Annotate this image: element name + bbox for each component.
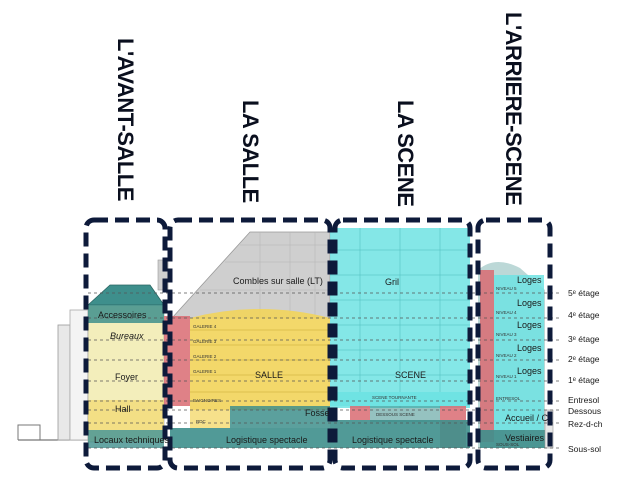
title-avant-salle: L'AVANT-SALLE — [113, 38, 138, 201]
small-dessous-scene: DESSOUS SCENE — [376, 412, 415, 417]
level-etage5: 5ᵉ étage — [568, 288, 600, 298]
small-galerie1: GALERIE 1 — [193, 369, 217, 374]
label-combles: Combles sur salle (LT) — [233, 276, 323, 286]
level-rezdch: Rez-d-ch — [568, 419, 603, 429]
small-scene-tournante: SCENE TOURNANTE — [372, 395, 417, 400]
accessoires-roof — [86, 284, 165, 306]
small-galerie4: GALERIE 4 — [193, 324, 217, 329]
section-frames — [83, 217, 553, 471]
label-loges-4: Loges — [517, 298, 542, 308]
accessoires-zone — [88, 305, 164, 323]
scene-red-1 — [350, 406, 370, 420]
frame-avant-salle — [83, 217, 168, 471]
back-steps — [544, 409, 554, 449]
small-baignoires: BAIGNOIRES — [193, 398, 221, 403]
frame-arriere-scene — [475, 217, 553, 471]
locaux-zone — [88, 430, 164, 448]
fosse-zone — [230, 406, 330, 428]
level-dessous: Dessous — [568, 406, 601, 416]
arriere-scene-stair — [480, 270, 494, 442]
label-locaux-techniques: Locaux techniques — [94, 435, 170, 445]
label-bureaux: Bureaux — [110, 331, 144, 341]
small-rdc: RDC — [196, 419, 206, 424]
label-gril: Gril — [385, 277, 399, 287]
frame-salle — [167, 217, 333, 471]
title-arriere-scene: L'ARRIERE-SCENE — [501, 12, 526, 206]
logistique-scene-zone — [330, 420, 470, 448]
title-salle: LA SALLE — [238, 100, 263, 203]
level-lines — [88, 292, 560, 449]
facade-column — [57, 324, 71, 441]
scene-tournante-zone — [330, 392, 470, 406]
label-scene: SCENE — [395, 370, 426, 380]
small-labels: GALERIE 4 GALERIE 3 GALERIE 2 GALERIE 1 … — [193, 286, 521, 447]
hall-zone — [88, 400, 164, 430]
small-galerie3: GALERIE 3 — [193, 339, 217, 344]
label-salle: SALLE — [255, 370, 283, 380]
label-hall: Hall — [115, 404, 131, 414]
small-niveau4: NIVEAU 4 — [496, 310, 517, 315]
logistique-salle-zone — [170, 428, 330, 448]
level-entresol: Entresol — [568, 395, 599, 405]
level-etage1: 1ᵉ étage — [568, 375, 600, 385]
title-scene: LA SCENE — [393, 100, 418, 207]
label-loges-5: Loges — [517, 275, 542, 285]
label-logistique-scene: Logistique spectacle — [352, 435, 434, 445]
label-loges-3: Loges — [517, 320, 542, 330]
rdc-zone — [190, 410, 230, 428]
label-fosse: Fosse — [305, 408, 330, 418]
label-accessoires: Accessoires — [98, 310, 147, 320]
small-entresol: ENTRESOL — [496, 396, 521, 401]
small-niveau5: NIVEAU 5 — [496, 286, 517, 291]
label-logistique-salle: Logistique spectacle — [226, 435, 308, 445]
scene-grid — [330, 228, 470, 408]
small-galerie2: GALERIE 2 — [193, 354, 217, 359]
vestiaires-zone — [480, 430, 545, 448]
level-etage4: 4ᵉ étage — [568, 310, 600, 320]
loges-zone — [494, 275, 544, 405]
level-soussol: Sous-sol — [568, 444, 601, 454]
label-foyer: Foyer — [115, 372, 138, 382]
level-etage3: 3ᵉ étage — [568, 334, 600, 344]
dessous-scene-zone — [370, 406, 440, 422]
label-loges-2: Loges — [517, 343, 542, 353]
label-loges-1: Loges — [517, 366, 542, 376]
small-niveau2: NIVEAU 2 — [496, 353, 517, 358]
small-niveau1: NIVEAU 1 — [496, 374, 517, 379]
level-etage2: 2ᵉ étage — [568, 354, 600, 364]
small-niveau3: NIVEAU 3 — [496, 332, 517, 337]
steps-outline — [17, 424, 41, 440]
roof-hatching — [200, 232, 330, 318]
accueil-zone — [494, 405, 544, 430]
level-labels: 5ᵉ étage 4ᵉ étage 3ᵉ étage 2ᵉ étage 1ᵉ é… — [568, 288, 603, 454]
space-labels: Accessoires Bureaux Foyer Hall Locaux te… — [94, 275, 549, 445]
label-accueil: Accueil / C — [505, 413, 549, 423]
small-sous-sol: SOUS-SOL — [496, 442, 520, 447]
label-vestiaires: Vestiaires — [505, 433, 545, 443]
salle-zone — [190, 309, 330, 410]
